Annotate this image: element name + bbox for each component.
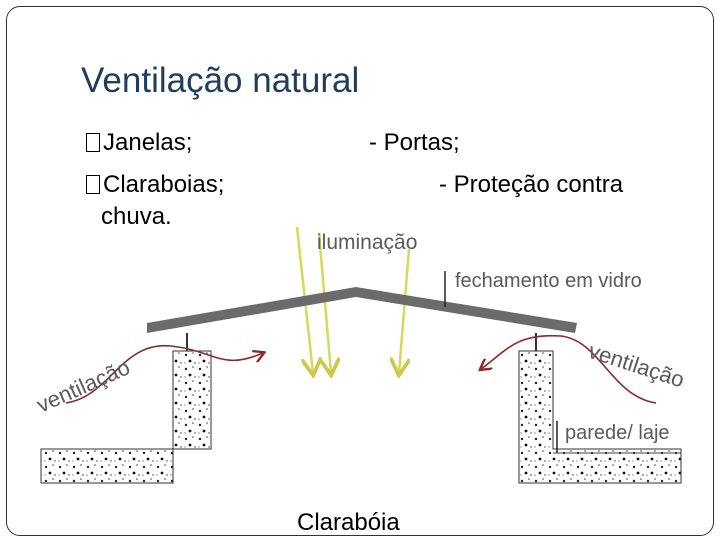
bullet-protecao: - Proteção contra bbox=[439, 171, 624, 198]
diagram-caption: Clarabóia bbox=[297, 509, 400, 536]
bullet-claraboias-text: Claraboias; bbox=[103, 171, 225, 198]
left-wall bbox=[40, 350, 212, 484]
label-parede: parede/ laje bbox=[565, 422, 670, 444]
bullet-chuva: chuva. bbox=[101, 203, 172, 230]
bullet-janelas-text: Janelas; bbox=[103, 129, 193, 156]
ventilation-arrow-left bbox=[65, 345, 263, 404]
bullet-portas: - Portas; bbox=[369, 129, 460, 156]
bullet-claraboias: Claraboias; bbox=[86, 171, 224, 199]
bullet-marker-icon bbox=[86, 133, 100, 152]
skylight-diagram: iluminação fechamento em vidro ventilaçã… bbox=[33, 226, 687, 484]
glass-roof bbox=[147, 287, 577, 333]
bullet-marker-icon bbox=[86, 175, 100, 194]
right-wall bbox=[518, 350, 682, 484]
label-iluminacao: iluminação bbox=[317, 231, 417, 254]
label-ventilacao-left: ventilação bbox=[33, 354, 134, 417]
label-ventilacao-right: ventilação bbox=[585, 338, 687, 392]
ventilation-arrow-right bbox=[481, 334, 657, 404]
slide-title: Ventilação natural bbox=[81, 61, 360, 100]
slide-frame: Ventilação natural Janelas; - Portas; Cl… bbox=[6, 6, 714, 536]
bullet-janelas: Janelas; bbox=[86, 129, 192, 157]
label-fechamento: fechamento em vidro bbox=[455, 270, 642, 292]
